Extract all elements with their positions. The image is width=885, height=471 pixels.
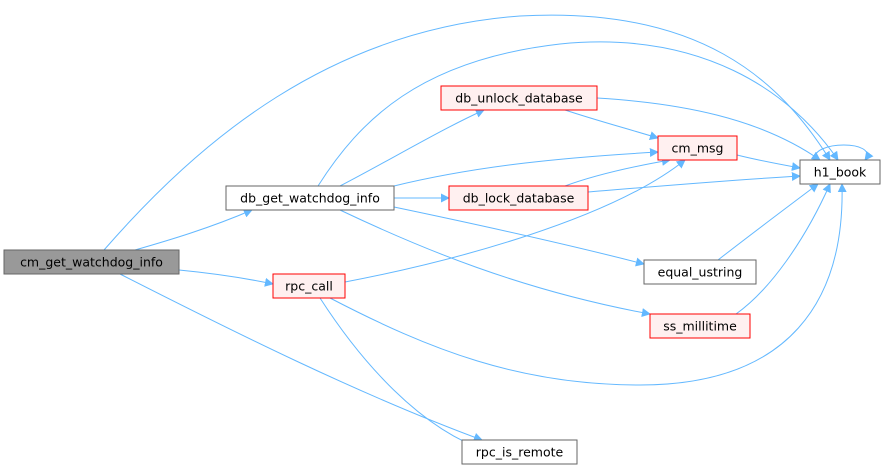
node-db-lock-database[interactable]: db_lock_database <box>448 185 589 211</box>
node-box <box>649 313 751 339</box>
node-label: equal_ustring <box>658 265 743 280</box>
node-db-get-watchdog-info[interactable]: db_get_watchdog_info <box>225 185 395 211</box>
node-cm-get-watchdog-info[interactable]: cm_get_watchdog_info <box>3 249 180 275</box>
edge-equal-ustring-to-h1-book <box>717 183 819 261</box>
node-box <box>643 259 757 285</box>
edge-db-get-watchdog-info-to-db-unlock-database <box>339 109 485 187</box>
node-label: rpc_call <box>285 279 333 294</box>
edge-h1-book-to-h1-book <box>814 144 874 161</box>
node-cm-msg[interactable]: cm_msg <box>657 135 738 161</box>
edge-db-lock-database-to-cm-msg <box>564 156 671 187</box>
node-equal-ustring[interactable]: equal_ustring <box>643 259 757 285</box>
edge-db-get-watchdog-info-to-ss-millitime <box>339 209 651 317</box>
edge-rpc-call-to-rpc-is-remote <box>319 297 491 454</box>
edge-cm-get-watchdog-info-to-rpc-is-remote <box>119 273 483 442</box>
edge-cm-msg-to-h1-book <box>736 154 801 171</box>
edge-ss-millitime-to-h1-book <box>735 183 831 315</box>
node-label: db_unlock_database <box>455 91 583 106</box>
edges-layer <box>103 14 874 454</box>
edge-rpc-call-to-cm-msg <box>344 159 686 283</box>
node-label: cm_get_watchdog_info <box>20 255 163 270</box>
node-db-unlock-database[interactable]: db_unlock_database <box>440 85 598 111</box>
node-box <box>440 85 598 111</box>
node-label: h1_book <box>814 165 867 180</box>
node-box <box>272 273 346 299</box>
edge-cm-get-watchdog-info-to-h1-book <box>103 14 831 251</box>
edge-db-get-watchdog-info-to-cm-msg <box>393 147 659 187</box>
edge-cm-get-watchdog-info-to-db-get-watchdog-info <box>134 209 253 251</box>
node-h1-book[interactable]: h1_book <box>799 159 881 185</box>
edge-db-get-watchdog-info-to-h1-book <box>317 41 839 187</box>
node-label: cm_msg <box>672 141 724 156</box>
nodes-layer: cm_get_watchdog_info db_get_watchdog_info… <box>3 85 881 465</box>
edge-cm-get-watchdog-info-to-rpc-call <box>178 269 274 287</box>
node-box <box>657 135 738 161</box>
node-rpc-call[interactable]: rpc_call <box>272 273 346 299</box>
node-label: rpc_is_remote <box>476 445 564 460</box>
node-label: ss_millitime <box>663 319 737 334</box>
node-box <box>225 185 395 211</box>
node-box <box>448 185 589 211</box>
node-box <box>799 159 881 185</box>
edge-db-unlock-database-to-cm-msg <box>564 109 659 140</box>
edge-db-get-watchdog-info-to-equal-ustring <box>393 206 645 267</box>
node-box <box>461 439 578 465</box>
node-label: db_get_watchdog_info <box>240 191 380 206</box>
node-ss-millitime[interactable]: ss_millitime <box>649 313 751 339</box>
node-label: db_lock_database <box>463 191 575 206</box>
node-box <box>3 249 180 275</box>
node-rpc-is-remote[interactable]: rpc_is_remote <box>461 439 578 465</box>
edge-rpc-call-to-h1-book <box>329 183 847 386</box>
edge-db-unlock-database-to-h1-book <box>596 97 821 161</box>
edge-db-lock-database-to-h1-book <box>587 171 801 193</box>
